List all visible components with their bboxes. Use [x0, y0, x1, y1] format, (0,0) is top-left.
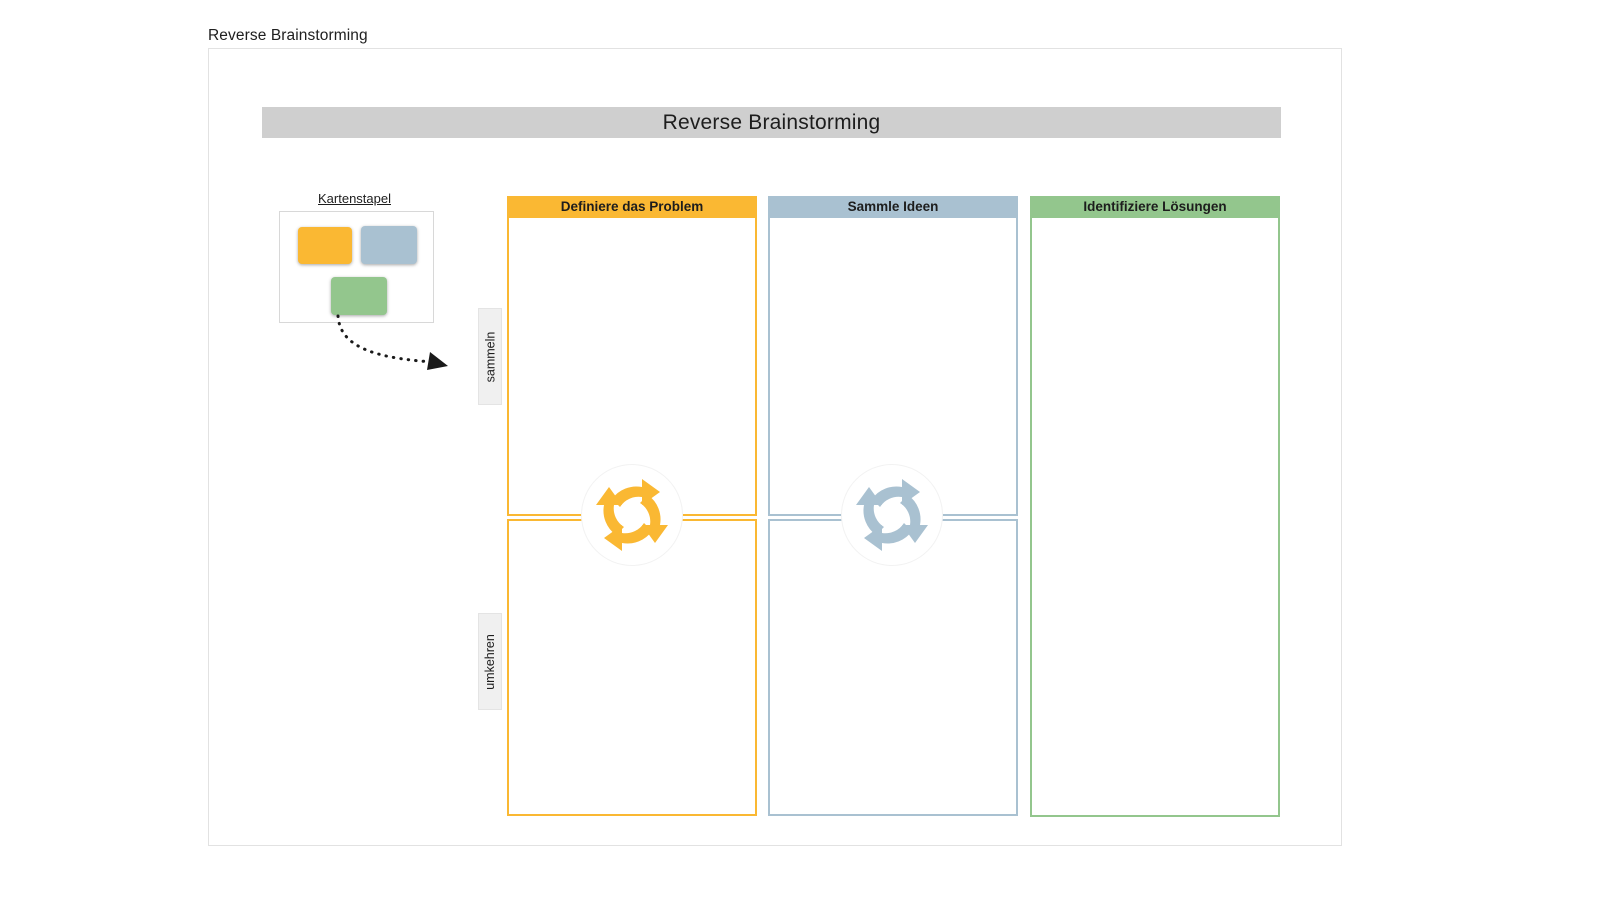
board-title-banner[interactable]: Reverse Brainstorming: [262, 107, 1281, 138]
column-header-text-b: Sammle Ideen: [847, 198, 939, 214]
column-header-identifiziere-loesungen[interactable]: Identifiziere Lösungen: [1030, 196, 1280, 216]
phase-label-umkehren[interactable]: umkehren: [478, 613, 502, 710]
board-title-text: Reverse Brainstorming: [662, 110, 881, 134]
phase-label-umkehren-text: umkehren: [483, 633, 497, 690]
card-stack-label: Kartenstapel: [318, 191, 391, 206]
page-title: Reverse Brainstorming: [208, 27, 368, 44]
column-cell-sammle-ideen-umkehren[interactable]: [768, 519, 1018, 816]
card-stack-container[interactable]: [279, 211, 434, 323]
phase-label-sammeln-text: sammeln: [483, 331, 497, 382]
cycle-arrows-icon-orange: [582, 465, 682, 565]
stack-card-orange[interactable]: [298, 227, 352, 264]
column-header-text-c: Identifiziere Lösungen: [1083, 198, 1227, 214]
stack-card-green[interactable]: [331, 277, 387, 315]
cycle-arrows-icon-blue: [842, 465, 942, 565]
column-header-sammle-ideen[interactable]: Sammle Ideen: [768, 196, 1018, 216]
column-header-text-a: Definiere das Problem: [560, 198, 704, 214]
stack-card-blue[interactable]: [361, 226, 417, 264]
phase-label-sammeln[interactable]: sammeln: [478, 308, 502, 405]
column-header-definiere-das-problem[interactable]: Definiere das Problem: [507, 196, 757, 216]
column-cell-identifiziere-loesungen[interactable]: [1030, 216, 1280, 817]
